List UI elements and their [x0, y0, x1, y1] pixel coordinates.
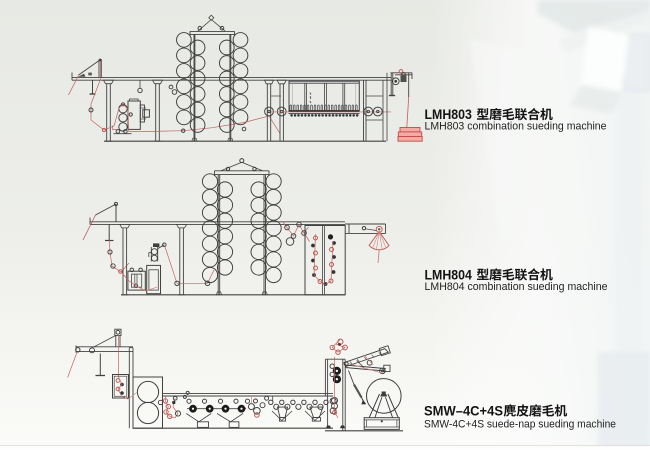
- svg-text:SMW–4C+4S: SMW–4C+4S: [424, 403, 503, 418]
- svg-text:LMH804 combination sueding mac: LMH804 combination sueding machine: [425, 281, 608, 293]
- svg-text:LMH804: LMH804: [425, 267, 473, 282]
- svg-text:SMW-4C+4S suede-nap sueding ma: SMW-4C+4S suede-nap sueding machine: [424, 418, 616, 430]
- svg-text:LMH803: LMH803: [425, 107, 472, 122]
- svg-text:LMH803 combination sueding mac: LMH803 combination sueding machine: [425, 121, 607, 133]
